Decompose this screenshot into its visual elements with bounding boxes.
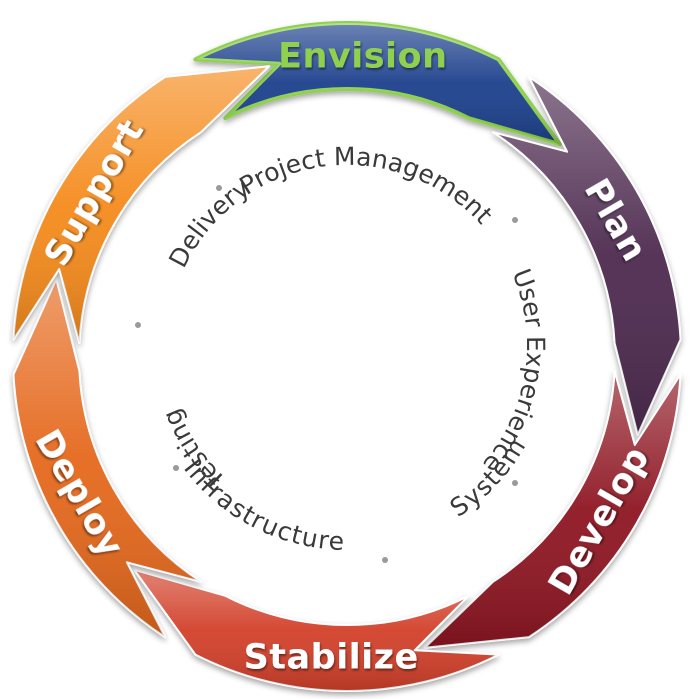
phase-arrow-gloss xyxy=(424,371,681,648)
phase-arrows: EnvisionPlanDevelopStabilizeDeploySuppor… xyxy=(12,21,682,692)
ring-separator-dot xyxy=(512,480,518,486)
phase-arrow-stabilize: Stabilize xyxy=(133,568,500,692)
phase-arrow-gloss xyxy=(13,279,201,638)
ring-separator-dot xyxy=(173,465,179,471)
discipline-project-management: Project Management xyxy=(234,142,498,230)
phase-arrow-gloss xyxy=(195,23,560,145)
ring-separator-dot xyxy=(135,322,141,328)
phase-label-stabilize: Stabilize xyxy=(244,638,419,678)
discipline-delivery: Delivery xyxy=(163,173,255,272)
discipline-system: System xyxy=(445,433,532,523)
ring-separator-dot xyxy=(382,557,388,563)
phase-arrow-gloss xyxy=(493,76,681,435)
discipline-ring: Project Management User Experience Syste… xyxy=(135,142,550,563)
ring-separator-dot xyxy=(512,217,518,223)
phase-label-envision: Envision xyxy=(278,36,447,76)
phase-arrow-envision: Envision xyxy=(193,21,562,147)
phase-arrow-gloss xyxy=(134,569,499,691)
phase-arrow-gloss xyxy=(13,66,270,344)
ring-separator-dot xyxy=(216,185,222,191)
